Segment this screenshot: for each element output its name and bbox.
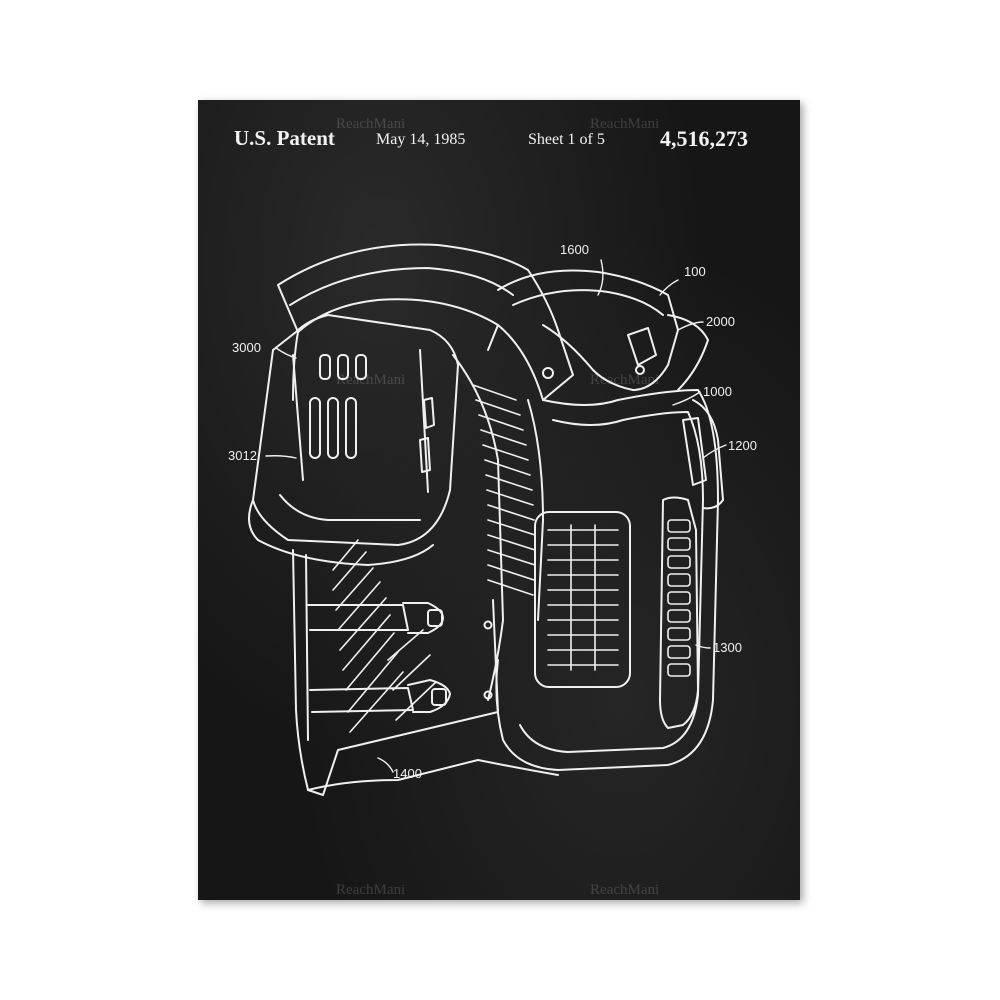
sheet-number: Sheet 1 of 5 [528, 131, 605, 148]
vest-drawing [248, 243, 727, 796]
bottom-edge [307, 759, 559, 791]
patent-number: 4,516,273 [660, 126, 748, 151]
watermark: ReachMani [590, 882, 660, 898]
side-panel [659, 399, 724, 729]
ref-label-3000: 3000 [232, 340, 261, 355]
watermark: ReachMani [336, 372, 406, 388]
ref-label-2000: 2000 [706, 314, 735, 329]
shoulder-pad [248, 314, 459, 566]
straps [307, 602, 451, 713]
ref-label-100: 100 [684, 264, 706, 279]
watermark: ReachMani [336, 116, 406, 132]
patent-poster: ReachMani ReachMani ReachMani ReachMani … [198, 100, 800, 900]
leader-lines [265, 259, 727, 773]
right-shoulder [497, 269, 709, 391]
ref-label-1300: 1300 [713, 640, 742, 655]
patent-label: U.S. Patent [234, 126, 335, 150]
ref-label-3012: 3012 [228, 448, 257, 463]
watermark: ReachMani [336, 882, 406, 898]
ref-label-1000: 1000 [703, 384, 732, 399]
watermark: ReachMani [590, 372, 660, 388]
ref-label-1600: 1600 [560, 242, 589, 257]
side-column [452, 354, 544, 701]
shoulder-yoke [277, 243, 574, 401]
watermark: ReachMani [590, 116, 660, 132]
patent-date: May 14, 1985 [376, 131, 466, 148]
ref-label-1400: 1400 [393, 766, 422, 781]
ref-label-1200: 1200 [728, 438, 757, 453]
back-panel [292, 539, 499, 796]
front-panel [483, 389, 719, 771]
